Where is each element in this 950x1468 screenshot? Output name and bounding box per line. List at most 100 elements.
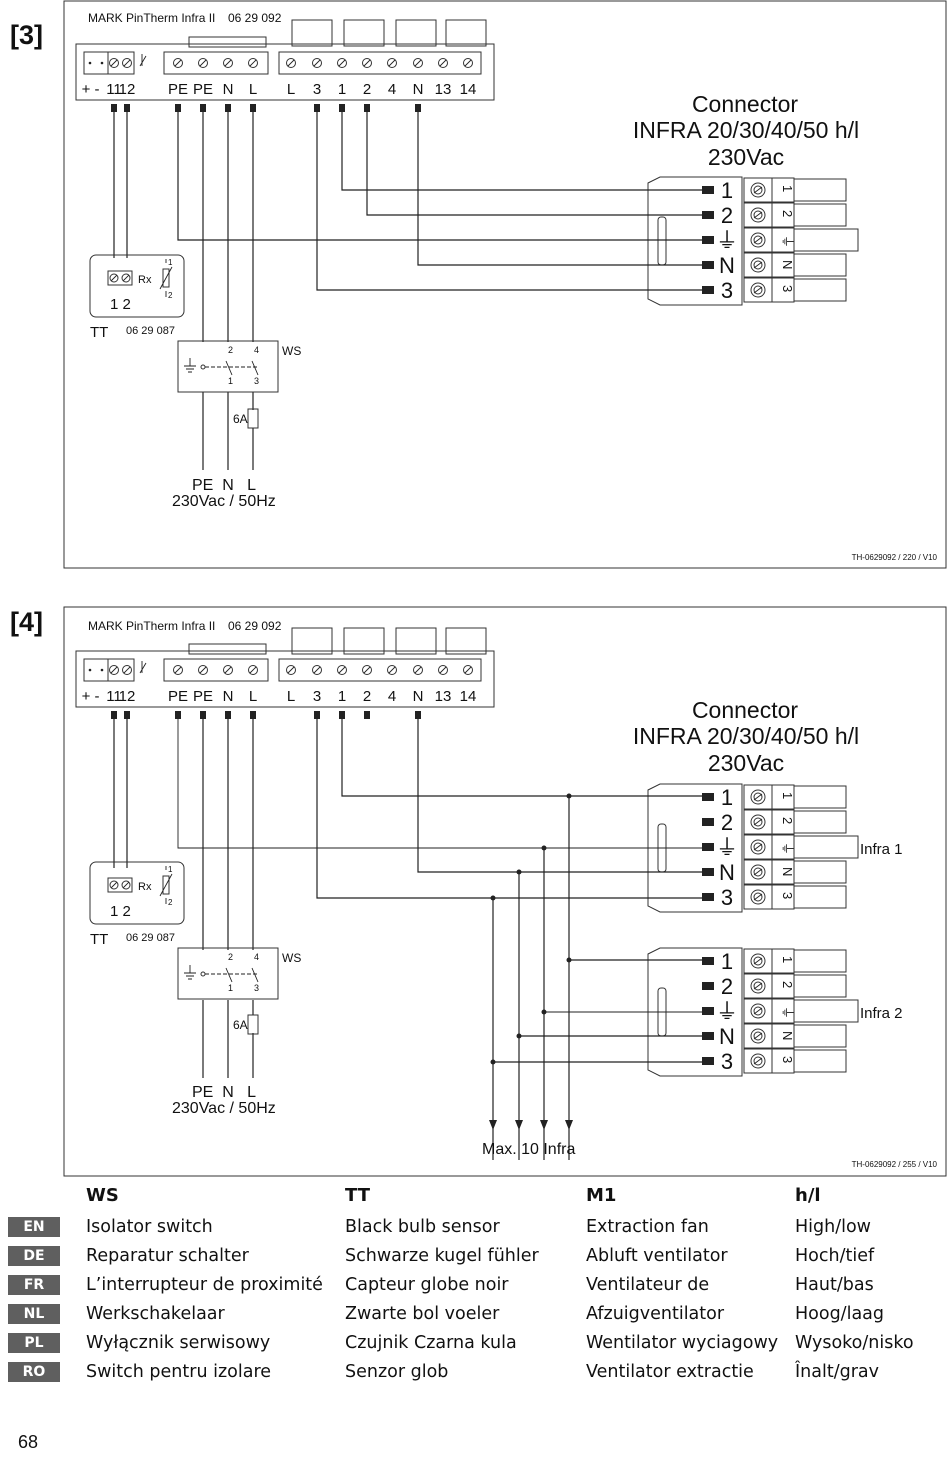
connector-side-label: 1 bbox=[780, 956, 795, 963]
connector-model: INFRA 20/30/40/50 h/l bbox=[633, 117, 859, 143]
supply-spec: 230Vac / 50Hz bbox=[172, 493, 276, 510]
sensor-name: TT bbox=[90, 324, 108, 341]
legend-row: RO Switch pentru izolare Senzor glob Ventil… bbox=[8, 1357, 945, 1386]
connector-pin-label: N bbox=[719, 1024, 735, 1049]
terminal-label: 14 bbox=[460, 81, 477, 98]
language-badge: PL bbox=[8, 1333, 60, 1353]
connector-title: Connector bbox=[692, 697, 798, 723]
legend-cell: Reparatur schalter bbox=[86, 1245, 249, 1266]
terminal-label: PE bbox=[193, 688, 213, 705]
sensor-rx-label: Rx bbox=[138, 881, 152, 893]
fuse-label: 6A bbox=[233, 412, 248, 426]
supply-labels: PE N L bbox=[192, 477, 256, 494]
terminal-label: 3 bbox=[313, 688, 321, 705]
sensor-terminal-label: 1 2 bbox=[110, 296, 131, 313]
figure-ref: TH-0629092 / 220 / V10 bbox=[852, 553, 938, 562]
connector-pin-label: ⏚ bbox=[716, 835, 738, 860]
sensor-terminal-label: 1 2 bbox=[110, 903, 131, 920]
legend-cell: Switch pentru izolare bbox=[86, 1361, 272, 1382]
sensor-icon bbox=[139, 661, 147, 674]
terminal-label: 11 bbox=[106, 688, 122, 705]
terminal-label: N bbox=[223, 81, 234, 98]
connector-pin-label: 3 bbox=[721, 885, 733, 910]
legend-cell: Haut/bas bbox=[795, 1274, 874, 1295]
figure-3-label: [3] bbox=[10, 20, 43, 50]
legend-cell: Afzuigventilator bbox=[586, 1303, 725, 1324]
terminal-label: + bbox=[82, 688, 91, 705]
svg-text:1: 1 bbox=[228, 983, 233, 993]
terminal-label: L bbox=[287, 81, 295, 98]
terminal-label: L bbox=[249, 81, 257, 98]
connector-side-label: 2 bbox=[780, 817, 795, 824]
sensor-code: 06 29 087 bbox=[126, 325, 175, 337]
svg-text:2: 2 bbox=[228, 345, 233, 355]
svg-text:2: 2 bbox=[168, 898, 173, 907]
terminal-label: L bbox=[287, 688, 295, 705]
sensor-code: 06 29 087 bbox=[126, 932, 175, 944]
sensor-icon bbox=[139, 54, 147, 67]
terminal-label: L bbox=[249, 688, 257, 705]
legend-cell: Schwarze kugel fühler bbox=[345, 1245, 539, 1266]
svg-text:2: 2 bbox=[168, 291, 173, 300]
connector-side-label: 1 bbox=[780, 185, 795, 192]
connector-side-label: ⏚ bbox=[780, 1006, 795, 1019]
legend-cell: Black bulb sensor bbox=[345, 1216, 500, 1237]
legend-header-m1: M1 bbox=[586, 1184, 617, 1206]
language-badge: RO bbox=[8, 1362, 60, 1382]
terminal-label: N bbox=[223, 688, 234, 705]
connector-pin-label: 1 bbox=[721, 785, 733, 810]
legend-cell: L’interrupteur de proximité bbox=[86, 1274, 323, 1295]
svg-text:1: 1 bbox=[168, 258, 173, 267]
terminal-label: PE bbox=[168, 81, 188, 98]
connector-side-label: 3 bbox=[780, 1056, 795, 1063]
connector-voltage: 230Vac bbox=[708, 144, 784, 170]
connector-side-label: 1 bbox=[780, 792, 795, 799]
svg-text:4: 4 bbox=[254, 952, 259, 962]
legend-cell: High/low bbox=[795, 1216, 871, 1237]
wires bbox=[113, 110, 702, 470]
page-number: 68 bbox=[18, 1432, 39, 1452]
terminal-label: 4 bbox=[388, 688, 396, 705]
connector-pin-label: 1 bbox=[721, 178, 733, 203]
legend-cell: Czujnik Czarna kula bbox=[345, 1332, 517, 1353]
legend-cell: Înalt/grav bbox=[795, 1361, 879, 1382]
legend-cell: Extraction fan bbox=[586, 1216, 709, 1237]
connector-pin-label: 2 bbox=[721, 810, 733, 835]
switch-name: WS bbox=[282, 344, 301, 358]
connector-pin-label: N bbox=[719, 860, 735, 885]
connector-pin-label: ⏚ bbox=[716, 228, 738, 253]
terminal-label: PE bbox=[168, 688, 188, 705]
infra-2-label: Infra 2 bbox=[860, 1005, 903, 1022]
svg-text:2: 2 bbox=[228, 952, 233, 962]
connector-pin-label: N bbox=[719, 253, 735, 278]
terminal-label: - bbox=[95, 81, 100, 98]
device-title: MARK PinTherm Infra II bbox=[88, 619, 215, 633]
legend-cell: Senzor glob bbox=[345, 1361, 449, 1382]
svg-text:3: 3 bbox=[254, 983, 259, 993]
legend-cell: Ventilator extractie bbox=[586, 1361, 754, 1382]
device-code: 06 29 092 bbox=[228, 619, 282, 633]
max-note: Max. 10 Infra bbox=[482, 1141, 575, 1158]
controller-box bbox=[75, 650, 495, 708]
device-code: 06 29 092 bbox=[228, 11, 282, 25]
terminal-label: N bbox=[413, 688, 424, 705]
connector-side-label: ⏚ bbox=[780, 235, 795, 248]
isolator-switch: 2 4 1 3 WS bbox=[177, 947, 301, 1000]
switch-name: WS bbox=[282, 951, 301, 965]
language-badge: FR bbox=[8, 1275, 60, 1295]
svg-text:1: 1 bbox=[228, 376, 233, 386]
legend-cell: Hoch/tief bbox=[795, 1245, 875, 1266]
connector-pin-label: 3 bbox=[721, 278, 733, 303]
figure-frame bbox=[63, 606, 947, 1177]
device-title: MARK PinTherm Infra II bbox=[88, 11, 215, 25]
supply-labels: PE N L bbox=[192, 1084, 256, 1101]
terminal-label: 1 bbox=[338, 81, 346, 98]
connector-side-label: 2 bbox=[780, 981, 795, 988]
